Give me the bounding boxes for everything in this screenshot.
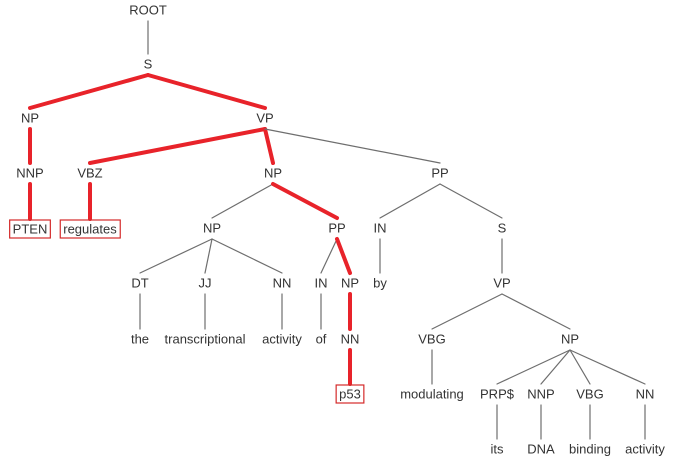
edge-vp_main-to-np_obj [263, 127, 275, 165]
node-w-by: by [373, 276, 387, 291]
node-np-inner: NP [203, 221, 221, 236]
node-vbz: VBZ [77, 166, 102, 181]
edge-pp_of-to-in_of [320, 238, 338, 274]
node-root: ROOT [129, 3, 167, 18]
edge-np_inner-to-jj [204, 238, 213, 274]
edge-s-to-vp_main [146, 73, 267, 110]
node-np-subj: NP [21, 111, 39, 126]
edge-pp_by-to-in_by [379, 183, 441, 219]
highlight-box-w-regulates [59, 219, 121, 239]
node-w-p53: p53 [339, 387, 361, 402]
edge-np_its-to-prp [496, 349, 571, 385]
node-vp-by: VP [493, 276, 510, 291]
edge-vp_main-to-pp_by [264, 128, 441, 164]
node-w-modulating: modulating [400, 387, 464, 402]
node-w-dna: DNA [527, 442, 555, 457]
edge-np_obj-to-np_inner [211, 183, 274, 219]
node-pp-of: PP [328, 221, 345, 236]
highlight-box-w-pten [9, 219, 51, 239]
node-nn-activity1: NN [273, 276, 292, 291]
node-jj: JJ [199, 276, 212, 291]
node-s: S [144, 57, 153, 72]
node-w-of: of [316, 332, 327, 347]
node-pp-by: PP [431, 166, 448, 181]
node-nnp-dna: NNP [527, 387, 554, 402]
node-np-p53: NP [341, 276, 359, 291]
node-w-activity1: activity [262, 332, 302, 347]
node-w-regulates: regulates [63, 222, 117, 237]
edge-np_its-to-vbg_bind [569, 349, 591, 385]
node-in-by: IN [374, 221, 387, 236]
node-vp-main: VP [256, 111, 273, 126]
node-in-of: IN [315, 276, 328, 291]
edge-np_its-to-nn_activity2 [569, 349, 646, 385]
node-prp: PRP$ [480, 387, 515, 402]
node-nn-activity2: NN [636, 387, 655, 402]
node-w-activity2: activity [625, 442, 665, 457]
highlight-box-w-p53 [335, 384, 365, 404]
edge-pp_of-to-np_p53 [335, 237, 352, 275]
tree-edges [28, 20, 646, 440]
edge-vp_main-to-vbz [88, 127, 267, 165]
node-w-the: the [131, 332, 149, 347]
edge-np_obj-to-pp_of [271, 182, 339, 220]
edge-vp_by-to-np_its [501, 293, 571, 330]
edge-np_inner-to-dt [139, 238, 213, 274]
node-np-obj: NP [264, 166, 282, 181]
node-w-pten: PTEN [13, 222, 48, 237]
node-nn-p53: NN [341, 332, 360, 347]
edge-pp_by-to-s_by [439, 183, 503, 219]
node-s-by: S [498, 221, 507, 236]
node-nnp-pten: NNP [16, 166, 43, 181]
edge-np_its-to-nnp_dna [540, 349, 571, 385]
node-w-its: its [491, 442, 505, 457]
node-w-transcriptional: transcriptional [165, 332, 246, 347]
edge-s-to-np_subj [28, 73, 150, 110]
node-w-binding: binding [569, 442, 611, 457]
node-vbg-mod: VBG [418, 332, 445, 347]
node-np-its: NP [561, 332, 579, 347]
edge-np_inner-to-nn_activity1 [211, 238, 283, 274]
node-vbg-bind: VBG [576, 387, 603, 402]
edge-vp_by-to-vbg_mod [431, 293, 503, 330]
node-dt: DT [131, 276, 148, 291]
